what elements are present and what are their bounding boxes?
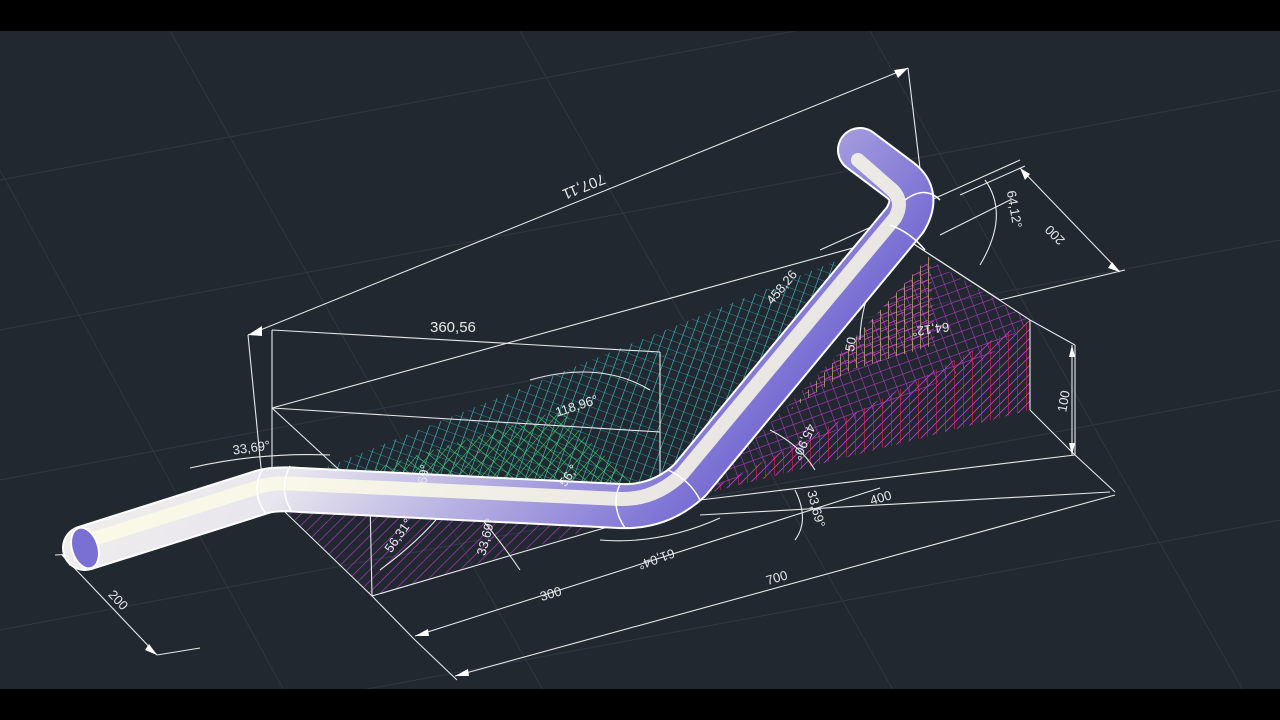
angle-69: 69° <box>414 463 432 485</box>
hatch-green-triangle <box>370 410 640 492</box>
dim-707: 707,11 <box>560 170 608 203</box>
drawing-canvas[interactable]: 707,11 360,56 458,26 118,96° 33,69° 69° … <box>0 31 1280 689</box>
hatch-magenta-lower <box>285 510 620 596</box>
dim-100: 100 <box>1054 389 1073 413</box>
hatch-red-block <box>700 320 1030 495</box>
hatch-cyan-triangle <box>300 235 900 490</box>
angle-64-top: 64,12° <box>1004 189 1025 229</box>
angle-64-mid: 64,12° <box>911 319 950 339</box>
bent-tube[interactable] <box>62 127 941 572</box>
dim-200-right: 200 <box>1042 222 1068 248</box>
dim-700: 700 <box>764 567 789 588</box>
dim-50-yellow: 50 <box>842 336 859 353</box>
letterbox-bottom <box>0 689 1280 720</box>
letterbox-top <box>0 0 1280 31</box>
hatch-yellow-strip <box>790 255 935 410</box>
angle-33-left: 33,69° <box>232 437 271 457</box>
cad-viewport[interactable]: 707,11 360,56 458,26 118,96° 33,69° 69° … <box>0 31 1280 689</box>
dim-360: 360,56 <box>430 319 476 336</box>
dim-300: 300 <box>538 583 563 604</box>
hatch-magenta-right <box>700 260 1030 495</box>
angle-61: 61,04° <box>636 546 677 573</box>
dimension-lines <box>54 67 1126 681</box>
dim-400: 400 <box>868 487 893 508</box>
